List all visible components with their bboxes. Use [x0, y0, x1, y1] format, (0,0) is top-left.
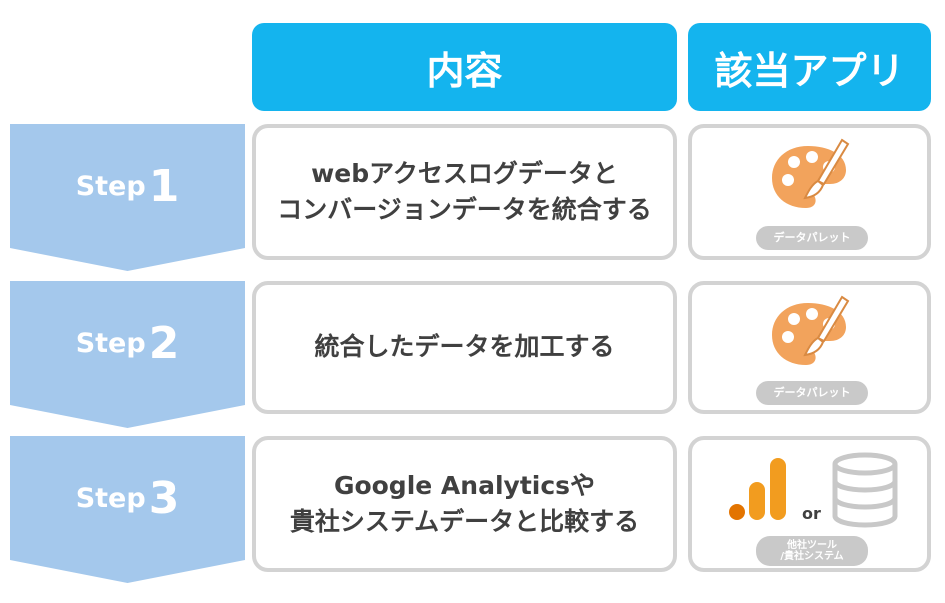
app-label-line: 他社ツール	[787, 539, 837, 551]
step-number: 1	[148, 160, 180, 212]
step-word: Step	[75, 170, 146, 202]
palette-icon	[772, 295, 850, 365]
palette-icon	[772, 138, 850, 208]
step-1-content-box: webアクセスログデータと コンバージョンデータを統合する	[252, 124, 677, 260]
app-label: データパレット	[756, 381, 868, 405]
step-3-arrow: Step 3	[10, 436, 245, 583]
content-line: 統合したデータを加工する	[314, 332, 615, 362]
step-3-content-box: Google Analyticsや 貴社システムデータと比較する	[252, 436, 677, 572]
step-number: 2	[148, 317, 180, 369]
step-2-app-box: データパレット	[688, 281, 931, 414]
content-header: 内容	[252, 23, 677, 111]
google-analytics-icon	[729, 458, 786, 520]
app-label-line: /貴社システム	[780, 551, 844, 562]
content-line: webアクセスログデータと	[311, 158, 618, 188]
step-3-label: Step 3	[10, 436, 245, 560]
content-line: Google Analyticsや	[333, 470, 596, 500]
step-1-app-box: データパレット	[688, 124, 931, 260]
step-2-content-box: 統合したデータを加工する	[252, 281, 677, 414]
step-1-label: Step 1	[10, 124, 245, 248]
step-number: 3	[148, 472, 180, 524]
app-label: 他社ツール /貴社システム	[756, 536, 868, 566]
database-icon	[832, 452, 898, 528]
step-word: Step	[75, 327, 146, 359]
step-2-label: Step 2	[10, 281, 245, 405]
step-2-arrow: Step 2	[10, 281, 245, 428]
step-1-arrow: Step 1	[10, 124, 245, 271]
app-header: 該当アプリ	[688, 23, 931, 111]
step-3-app-box: or 他社ツール /貴社システム	[688, 436, 931, 572]
content-line: コンバージョンデータを統合する	[277, 195, 652, 224]
step-word: Step	[75, 482, 146, 514]
app-label: データパレット	[756, 226, 868, 250]
or-text: or	[802, 504, 821, 523]
content-line: 貴社システムデータと比較する	[289, 507, 640, 536]
